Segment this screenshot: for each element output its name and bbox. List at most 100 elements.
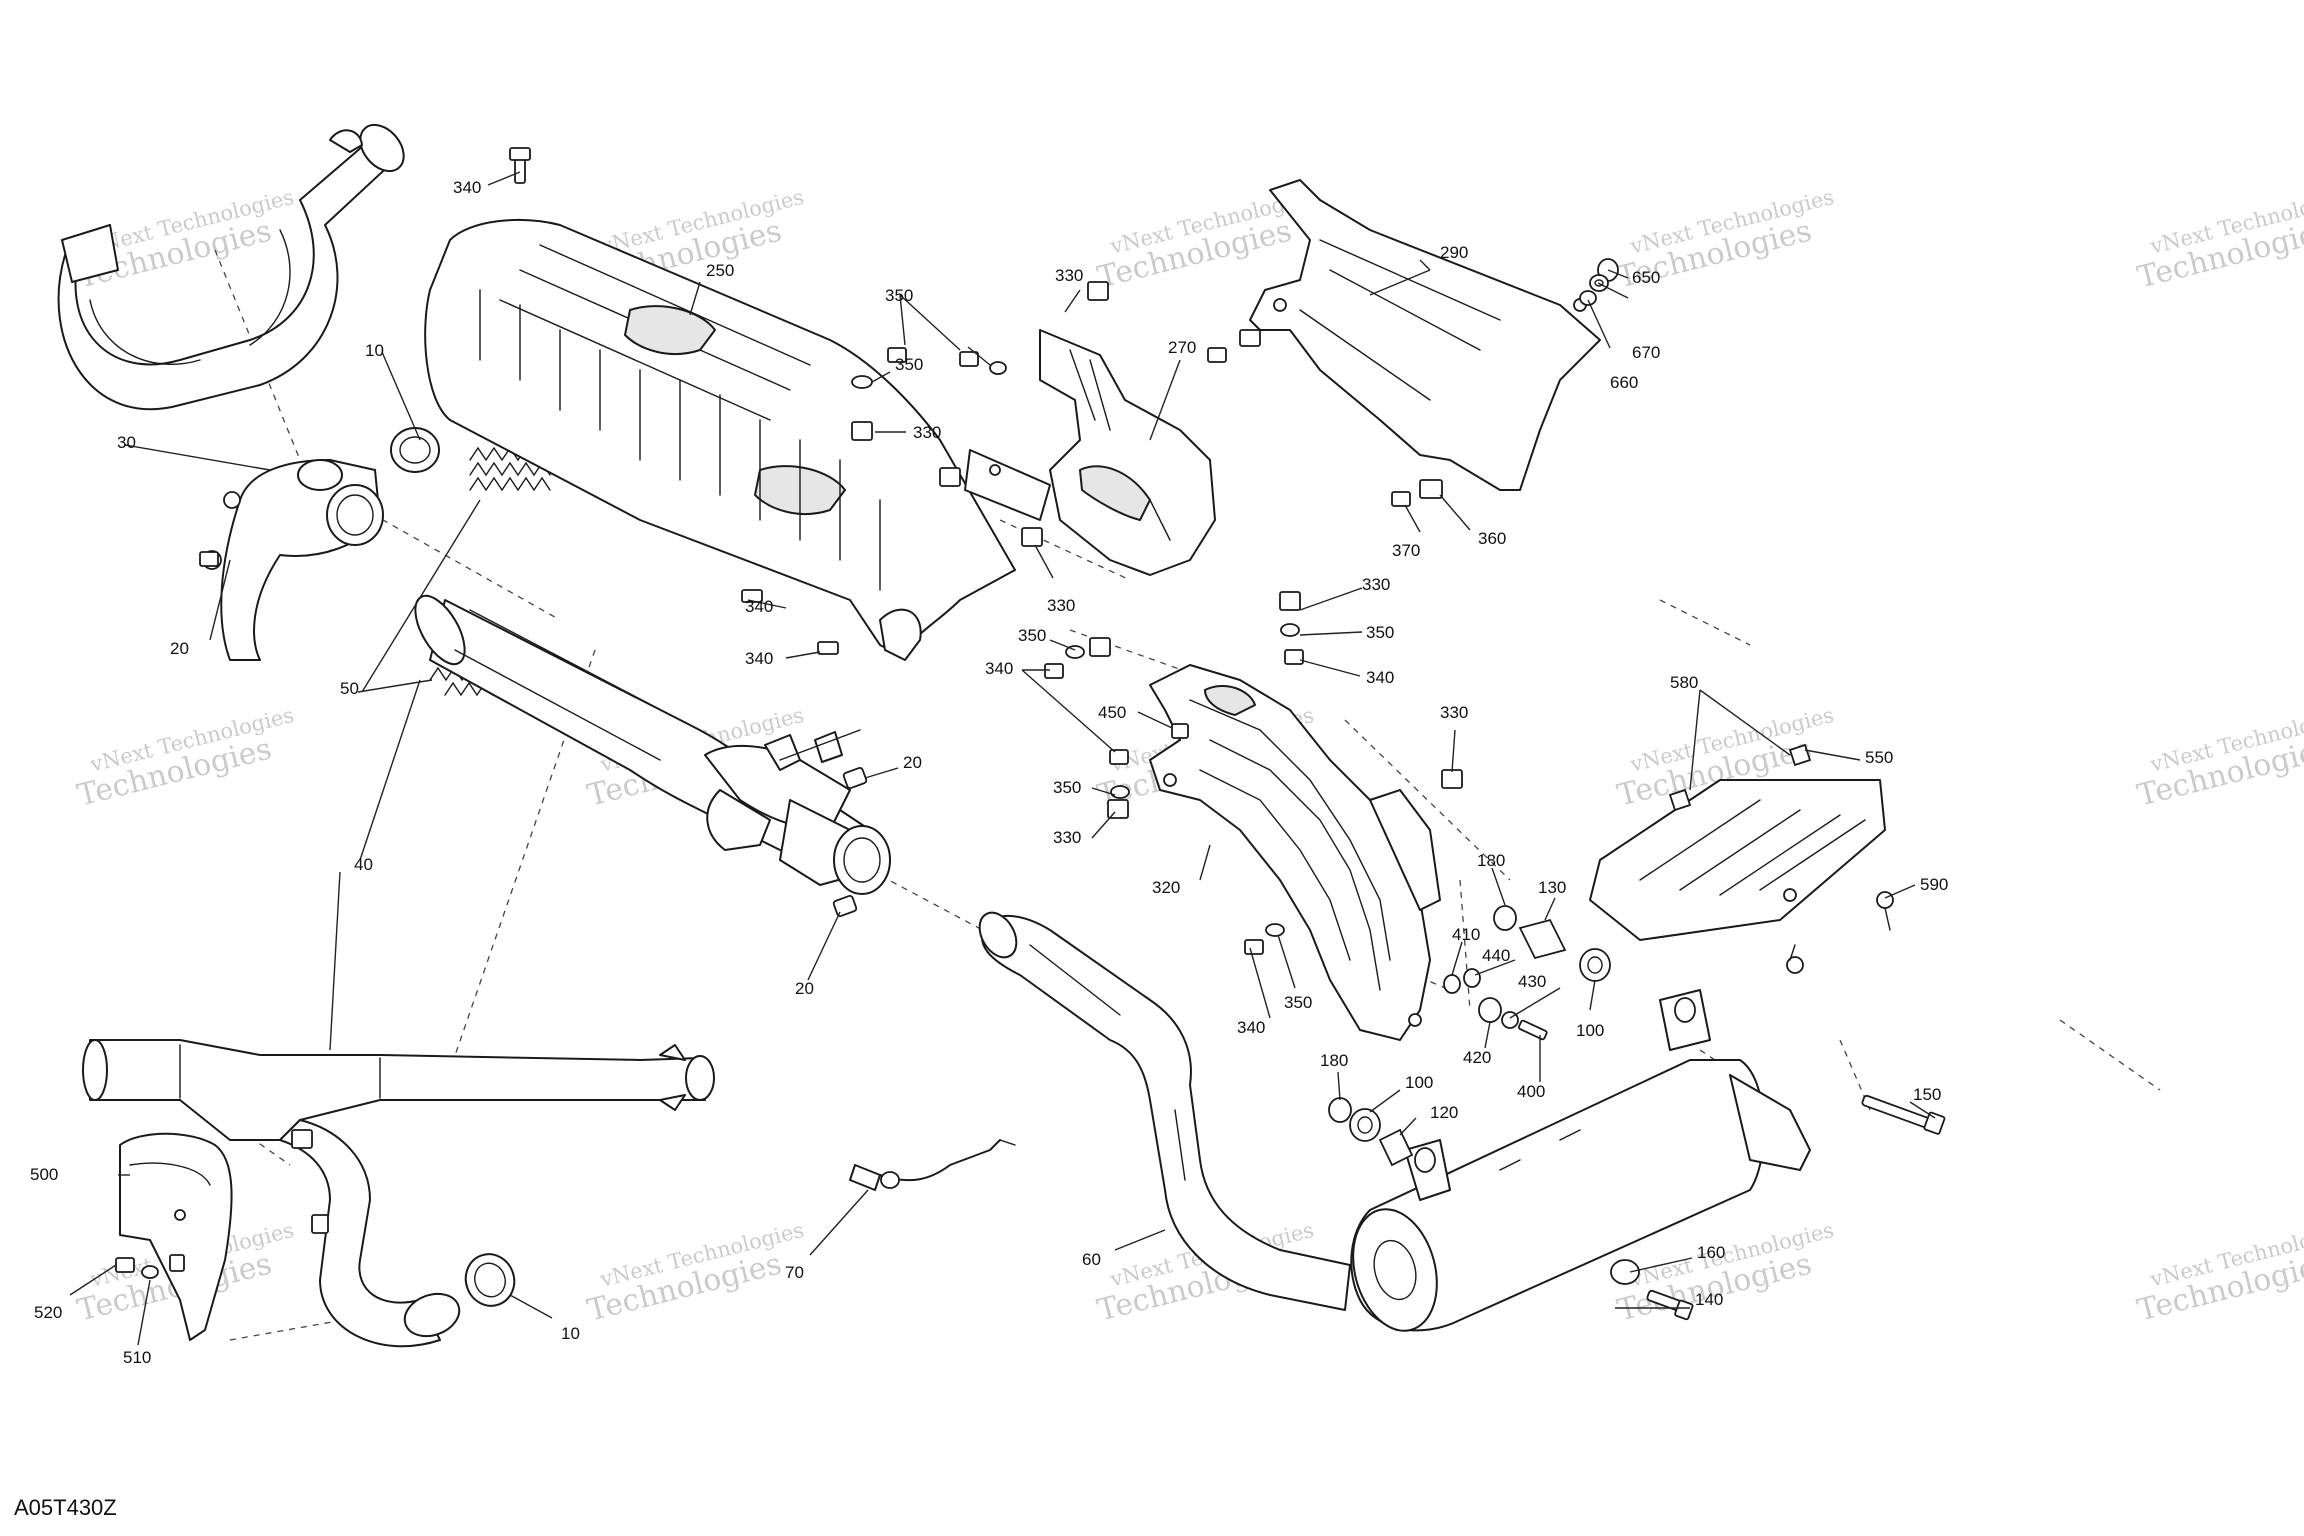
grommet-100-upper[interactable] [1579,948,1611,982]
callout-350[interactable]: 350 [895,355,923,374]
bolt-340-shield-lower[interactable] [741,589,839,655]
callout-360[interactable]: 360 [1478,529,1506,548]
bolt-400[interactable] [1517,1019,1548,1041]
callout-100[interactable]: 100 [1405,1073,1433,1092]
washers-350-lower-set[interactable] [1065,623,1300,937]
heat-shield-upper-large[interactable] [424,219,1016,661]
callout-410[interactable]: 410 [1452,925,1480,944]
bolt-washer-340-350[interactable] [851,347,1007,389]
callout-330[interactable]: 330 [1440,703,1468,722]
bolt-shield-290[interactable] [1207,329,1261,363]
callout-50[interactable]: 50 [340,679,359,698]
callout-520[interactable]: 520 [34,1303,62,1322]
exhaust-gasket-ring-upper[interactable] [390,427,440,473]
callout-340[interactable]: 340 [453,178,481,197]
callout-30[interactable]: 30 [117,433,136,452]
bolt-washer-520-510[interactable] [115,1254,185,1279]
callout-40[interactable]: 40 [354,855,373,874]
washer-410[interactable] [1443,974,1461,994]
heat-shield-middle[interactable] [964,329,1216,576]
heat-shield-top-right[interactable] [1249,179,1601,491]
callout-350[interactable]: 350 [1284,993,1312,1012]
bolt-150[interactable] [1861,1094,1946,1135]
callout-400[interactable]: 400 [1517,1082,1545,1101]
callout-350[interactable]: 350 [885,286,913,305]
rubber-bushing-180-lower[interactable] [1328,1097,1352,1123]
callout-10[interactable]: 10 [561,1324,580,1343]
muffler-assembly[interactable] [1340,989,1811,1340]
oxygen-sensor-70[interactable] [849,1139,1016,1191]
spacer-tube-130[interactable] [1518,918,1567,960]
callout-550[interactable]: 550 [1865,748,1893,767]
callout-20[interactable]: 20 [170,639,189,658]
callout-670[interactable]: 670 [1632,343,1660,362]
callout-320[interactable]: 320 [1152,878,1180,897]
callout-660[interactable]: 660 [1610,373,1638,392]
callout-340[interactable]: 340 [985,659,1013,678]
callout-340[interactable]: 340 [745,649,773,668]
flange-nut-lower[interactable] [832,895,858,917]
callout-160[interactable]: 160 [1697,1243,1725,1262]
grommet-100-lower[interactable] [1349,1108,1381,1142]
callout-440[interactable]: 440 [1482,946,1510,965]
callout-270[interactable]: 270 [1168,338,1196,357]
screw-590[interactable] [1786,891,1894,974]
exhaust-pipe-lower-left[interactable] [82,1039,715,1348]
callout-330[interactable]: 330 [1055,266,1083,285]
callout-330[interactable]: 330 [913,423,941,442]
callout-330[interactable]: 330 [1362,575,1390,594]
callout-100[interactable]: 100 [1576,1021,1604,1040]
callout-140[interactable]: 140 [1695,1290,1723,1309]
heat-shield-lower[interactable] [1149,664,1441,1041]
callout-70[interactable]: 70 [785,1263,804,1282]
tail-pipe-60[interactable] [972,906,1351,1311]
callout-350[interactable]: 350 [1053,778,1081,797]
exhaust-gasket-ring-lower[interactable] [459,1247,522,1312]
grommet-420[interactable] [1478,997,1502,1023]
bracket-580[interactable] [1668,743,1812,812]
callout-250[interactable]: 250 [706,261,734,280]
callout-180[interactable]: 180 [1477,851,1505,870]
bolt-370[interactable] [1391,491,1411,507]
callout-130[interactable]: 130 [1538,878,1566,897]
bolt-140[interactable] [1646,1289,1694,1321]
callout-340[interactable]: 340 [1366,668,1394,687]
bolts-340-lower-set[interactable] [1044,649,1304,955]
callout-350[interactable]: 350 [1366,623,1394,642]
callout-20[interactable]: 20 [903,753,922,772]
nut-20-flange[interactable] [199,551,219,567]
callout-500[interactable]: 500 [30,1165,58,1184]
callout-430[interactable]: 430 [1518,972,1546,991]
callout-580[interactable]: 580 [1670,673,1698,692]
bolt-340-top[interactable] [509,147,531,184]
rubber-bushing-180-upper[interactable] [1493,905,1517,931]
callout-340[interactable]: 340 [1237,1018,1265,1037]
callout-20[interactable]: 20 [795,979,814,998]
exhaust-flange-elbow[interactable] [202,459,384,661]
clip-nut-330-set[interactable] [851,281,1463,819]
washer-440[interactable] [1463,968,1481,988]
callout-60[interactable]: 60 [1082,1250,1101,1269]
nut-660[interactable] [1579,290,1597,306]
stud-450[interactable] [1171,723,1189,739]
callout-330[interactable]: 330 [1053,828,1081,847]
callout-510[interactable]: 510 [123,1348,151,1367]
callout-350[interactable]: 350 [1018,626,1046,645]
callout-290[interactable]: 290 [1440,243,1468,262]
clip-360[interactable] [1419,479,1443,499]
callout-340[interactable]: 340 [745,597,773,616]
callout-370[interactable]: 370 [1392,541,1420,560]
callout-650[interactable]: 650 [1632,268,1660,287]
callout-450[interactable]: 450 [1098,703,1126,722]
header-pipe-upper[interactable] [57,117,413,411]
callout-150[interactable]: 150 [1913,1085,1941,1104]
spacer-120[interactable] [1378,1128,1414,1167]
callout-330[interactable]: 330 [1047,596,1075,615]
callout-10[interactable]: 10 [365,341,384,360]
callout-420[interactable]: 420 [1463,1048,1491,1067]
heat-shield-500[interactable] [119,1132,233,1341]
flange-nut-right[interactable] [842,767,868,789]
callout-590[interactable]: 590 [1920,875,1948,894]
callout-120[interactable]: 120 [1430,1103,1458,1122]
skid-plate-550[interactable] [1589,779,1886,941]
